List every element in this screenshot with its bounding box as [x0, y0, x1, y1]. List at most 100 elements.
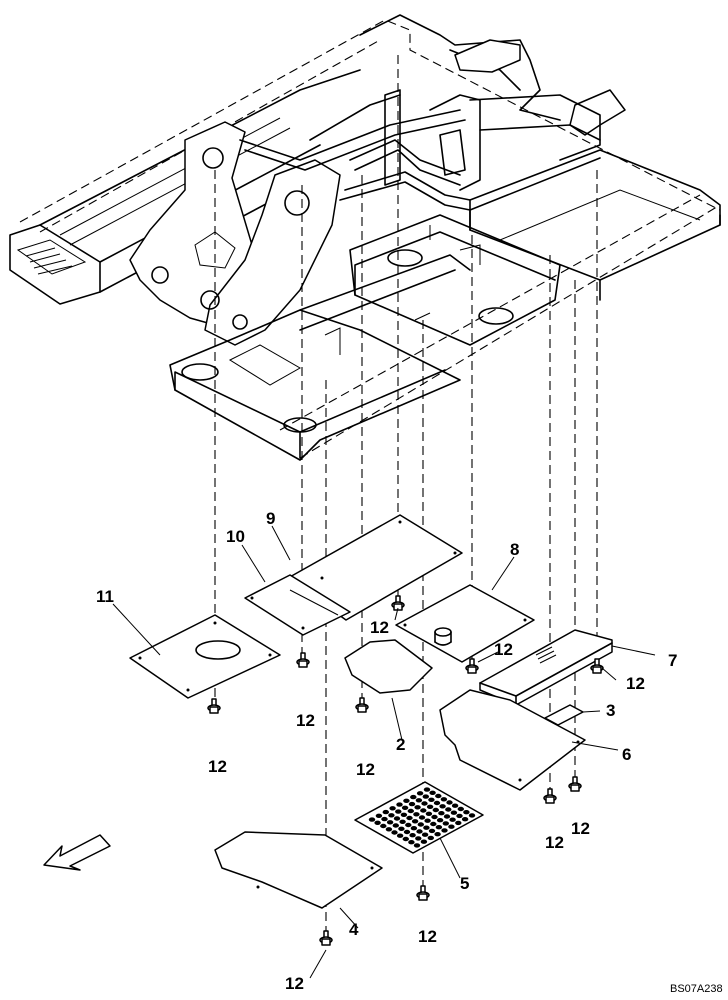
perforation-hole [389, 806, 396, 811]
cover-part-10 [244, 574, 351, 636]
perforation-hole [443, 814, 451, 819]
perforation-hole [428, 828, 436, 834]
perforation-hole [381, 816, 388, 822]
perforation-hole [468, 813, 476, 818]
label-part-9: 9 [266, 509, 275, 528]
perforation-hole [414, 805, 421, 810]
perforation-hole [374, 820, 381, 825]
bolts [207, 595, 604, 946]
bolt-12-icon [416, 885, 430, 901]
label-bolt-12-a: 12 [370, 618, 389, 637]
bolt-12-icon [568, 776, 582, 792]
bolt-12-icon [543, 788, 557, 804]
label-part-3: 3 [606, 701, 615, 720]
perforation-hole [448, 824, 455, 829]
perforation-hole [368, 817, 376, 822]
front-direction-arrow-icon [43, 834, 111, 871]
perforation-hole [375, 813, 383, 818]
perforation-hole [435, 793, 442, 799]
perforation-hole [402, 836, 409, 842]
upper-frame [9, 14, 721, 461]
perforation-hole [396, 802, 403, 807]
perforation-hole [418, 815, 426, 820]
perforation-hole [420, 839, 428, 844]
perforation-hole [451, 803, 459, 808]
label-part-5: 5 [460, 874, 469, 893]
cover-part-7 [479, 629, 613, 706]
label-part-6: 6 [622, 745, 631, 764]
perforation-hole [432, 807, 439, 813]
perforation-hole [415, 836, 422, 841]
leader-lines [112, 525, 656, 979]
perforation-hole [398, 826, 405, 831]
perforation-hole [386, 820, 394, 825]
label-part-10: 10 [226, 527, 245, 546]
perforation-hole [400, 812, 408, 817]
perforation-hole [415, 798, 423, 803]
perforation-hole [391, 830, 398, 835]
perforation-hole [392, 823, 399, 828]
bolt-12-icon [465, 658, 479, 674]
label-bolt-12-c: 12 [626, 674, 645, 693]
perforation-hole [456, 813, 463, 819]
perforation-hole [403, 798, 410, 803]
perforation-hole [433, 800, 441, 806]
perforation-hole [382, 809, 389, 815]
label-bolt-12-h: 12 [545, 833, 564, 852]
perforation-hole [430, 821, 437, 827]
label-part-4: 4 [349, 920, 359, 939]
perforation-hole [429, 790, 436, 795]
perforation-hole [393, 816, 401, 821]
perforation-hole [420, 808, 427, 813]
bolt-12-icon [296, 652, 310, 668]
perforation-hole [388, 813, 395, 818]
cover-part-2 [344, 639, 433, 694]
bolt-12-icon [207, 698, 221, 714]
perforation-hole [423, 787, 431, 792]
perforation-hole [409, 833, 416, 838]
perforation-hole [411, 819, 419, 824]
perforation-hole [408, 801, 416, 807]
perforation-hole [406, 815, 413, 821]
perforation-hole [399, 819, 406, 824]
label-bolt-12-f: 12 [356, 760, 375, 779]
perforation-hole [421, 801, 428, 806]
perforation-hole [416, 829, 423, 834]
perforation-hole [401, 805, 409, 810]
perforation-holes [368, 787, 476, 848]
perforation-hole [410, 794, 417, 800]
perforation-hole [442, 821, 449, 826]
bolt-12-icon [355, 697, 369, 713]
bolt-12-icon [590, 658, 604, 674]
perforation-hole [413, 812, 420, 817]
perforation-hole [416, 791, 424, 796]
cover-part-11 [129, 614, 281, 699]
perforation-hole [461, 817, 469, 822]
cover-part-4 [214, 831, 383, 909]
bolt-12-icon [391, 595, 405, 611]
perforation-hole [428, 797, 435, 802]
cover-part-5-perforated [354, 781, 484, 854]
label-part-11: 11 [96, 587, 114, 606]
cover-part-6 [439, 689, 586, 791]
perforation-hole [425, 811, 433, 816]
perforation-hole [436, 818, 444, 823]
label-bolt-12-g: 12 [571, 819, 590, 838]
perforation-hole [424, 818, 431, 823]
perforation-hole [438, 811, 445, 816]
label-bolt-12-j: 12 [285, 974, 304, 993]
perforation-hole [403, 829, 411, 835]
perforation-hole [457, 806, 464, 812]
label-part-2: 2 [396, 735, 405, 754]
perforation-hole [385, 827, 393, 832]
perforation-hole [417, 822, 424, 827]
perforation-hole [450, 810, 458, 815]
drawing-code: BS07A238 [670, 983, 723, 995]
perforation-hole [408, 840, 415, 845]
cover-part-8 [395, 584, 535, 663]
label-bolt-12-i: 12 [418, 927, 437, 946]
perforation-hole [427, 835, 434, 841]
perforation-hole [405, 822, 412, 828]
perforation-hole [410, 826, 418, 831]
perforation-hole [446, 800, 453, 805]
